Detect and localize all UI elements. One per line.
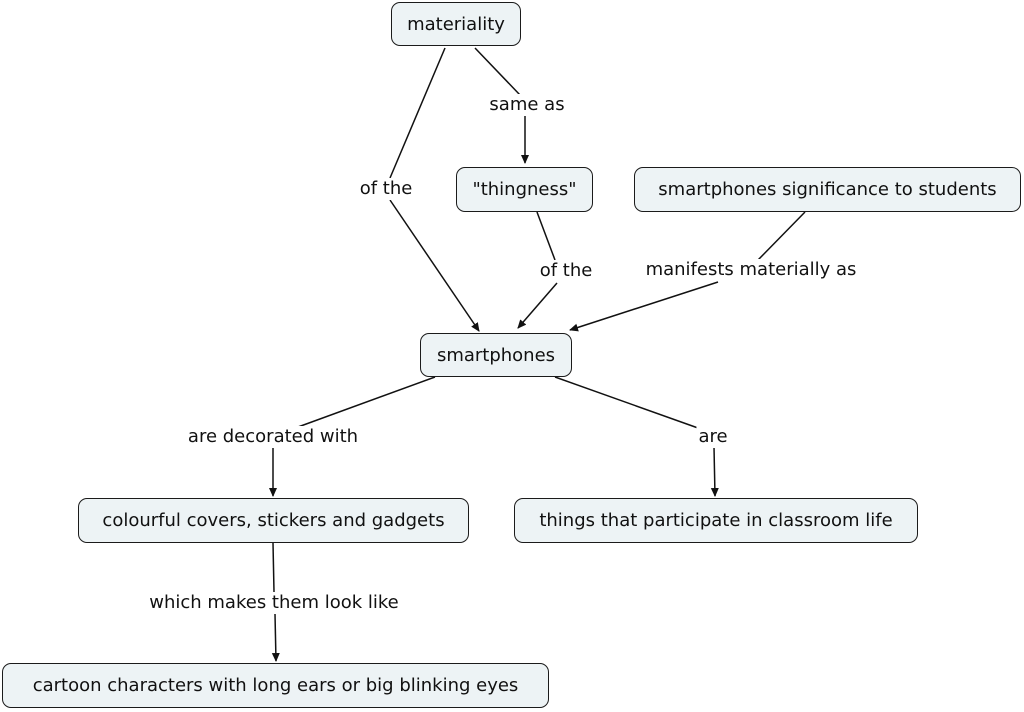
node-things-classroom-life[interactable]: things that participate in classroom lif… xyxy=(514,498,918,543)
edge-materiality-to-same-as xyxy=(474,47,521,96)
link-label-which-makes-them-look-like: which makes them look like xyxy=(147,592,401,614)
link-label-of-the-materiality: of the xyxy=(357,178,415,200)
link-label-same-as: same as xyxy=(487,94,567,116)
edge-of-the-to-smartphones xyxy=(389,199,480,332)
edge-smartphones-to-are xyxy=(554,376,699,429)
edge-are-to-things xyxy=(710,446,719,497)
link-label-are: are xyxy=(696,426,730,448)
node-materiality[interactable]: materiality xyxy=(391,2,521,46)
node-colourful-covers[interactable]: colourful covers, stickers and gadgets xyxy=(78,498,469,543)
edge-thingness-to-of-the xyxy=(536,211,556,261)
link-label-manifests-materially-as: manifests materially as xyxy=(643,259,859,281)
edge-smartphones-to-decorated xyxy=(297,376,436,428)
edge-materiality-to-of-the xyxy=(389,47,446,179)
node-smartphones-significance[interactable]: smartphones significance to students xyxy=(634,167,1021,212)
edge-looks-like-to-cartoon xyxy=(271,613,280,662)
node-smartphones[interactable]: smartphones xyxy=(420,333,572,377)
link-label-of-the-thingness: of the xyxy=(537,260,595,282)
edge-of-the-to-smartphones-2 xyxy=(517,282,558,329)
edge-manifests-to-smartphones xyxy=(569,281,719,332)
edge-covers-to-looks-like xyxy=(272,542,275,593)
node-cartoon-characters[interactable]: cartoon characters with long ears or big… xyxy=(2,663,549,708)
edge-significance-to-manifests xyxy=(757,211,806,261)
link-label-are-decorated-with: are decorated with xyxy=(185,426,361,448)
node-thingness[interactable]: "thingness" xyxy=(456,167,593,212)
